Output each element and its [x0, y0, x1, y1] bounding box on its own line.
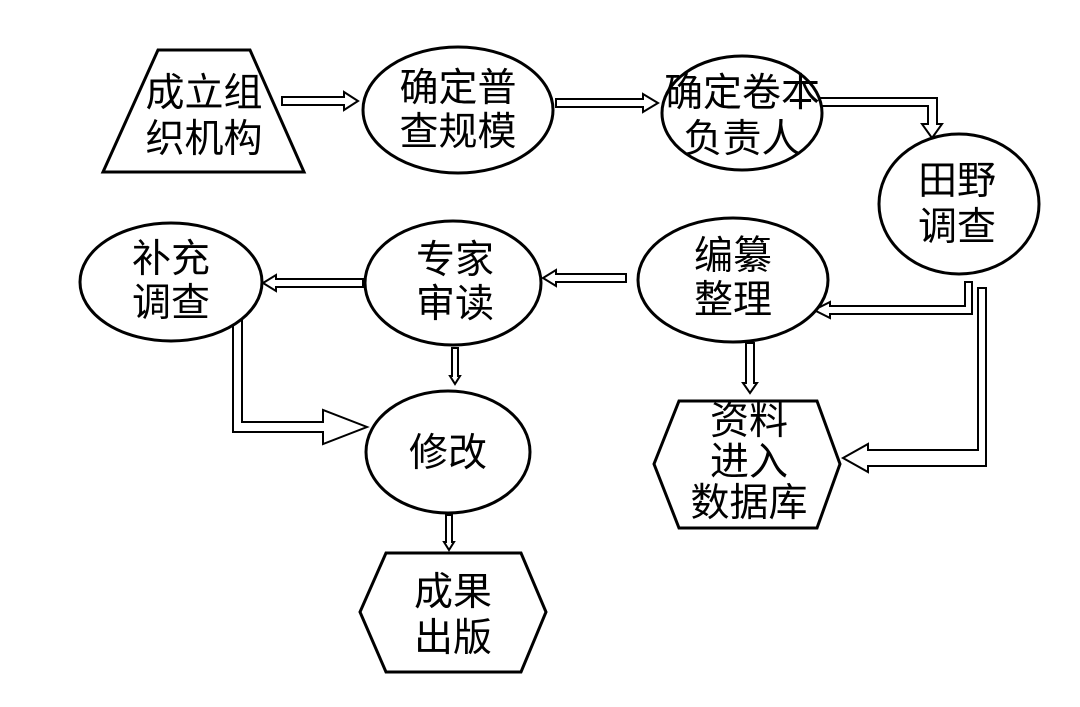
node-define-scope-line-2: 查规模: [399, 110, 516, 155]
arrow-review-to-revise: [448, 347, 462, 386]
arrow-supplement-to-revise: [232, 311, 370, 446]
arrow-compile-to-database: [741, 342, 759, 395]
node-supplement: 补充 调查: [78, 221, 264, 343]
arrow-review-to-supplement: [261, 273, 364, 293]
node-database-line-2: 进入: [710, 440, 788, 485]
node-publish: 成果 出版: [358, 551, 548, 674]
arrows: [232, 90, 987, 552]
node-supplement-line-2: 调查: [132, 281, 210, 326]
node-compile-line-2: 整理: [694, 278, 772, 323]
node-supplement-line-1: 补充: [132, 237, 210, 282]
arrow-compile-to-review: [541, 268, 627, 288]
node-field-survey: 田野 调查: [877, 132, 1041, 276]
node-database: 资料 进入 数据库: [652, 399, 842, 530]
node-field-survey-line-1: 田野: [918, 159, 996, 204]
node-database-shape: [652, 399, 842, 530]
node-revise-shape: [364, 389, 532, 515]
node-define-scope-shape: [361, 45, 555, 175]
node-field-survey-shape: [877, 132, 1041, 276]
node-assign-editor: 确定卷本 负责人: [660, 54, 824, 172]
arrow-survey-to-compile: [811, 281, 973, 320]
node-establish-org-line-1: 成立组: [145, 71, 262, 116]
node-compile: 编纂 整理: [636, 216, 830, 344]
node-publish-line-1: 成果: [414, 570, 492, 615]
node-assign-editor-line-1: 确定卷本: [664, 71, 820, 116]
node-define-scope: 确定普 查规模: [361, 45, 555, 175]
node-expert-review-shape: [363, 219, 543, 347]
node-expert-review: 专家 审读: [363, 219, 543, 347]
arrow-establish-to-scope: [281, 90, 360, 112]
node-establish-org-line-2: 织机构: [145, 117, 262, 162]
node-compile-line-1: 编纂: [694, 234, 772, 279]
node-database-line-3: 数据库: [690, 481, 807, 526]
arrow-survey-to-database: [840, 287, 987, 474]
node-define-scope-line-1: 确定普: [399, 66, 516, 111]
arrow-revise-to-publish: [442, 514, 456, 552]
node-establish-org: 成立组 织机构: [100, 48, 307, 174]
arrow-editor-to-survey: [819, 97, 944, 140]
node-database-line-1: 资料: [710, 399, 788, 444]
node-revise-line-1: 修改: [409, 431, 487, 476]
node-establish-org-shape: [100, 48, 307, 174]
node-expert-review-line-2: 审读: [416, 282, 494, 327]
node-expert-review-line-1: 专家: [416, 238, 494, 283]
node-assign-editor-line-2: 负责人: [683, 117, 800, 162]
node-supplement-shape: [78, 221, 264, 343]
node-publish-line-2: 出版: [414, 616, 492, 661]
node-field-survey-line-2: 调查: [918, 205, 996, 250]
arrow-scope-to-editor: [555, 92, 660, 114]
node-compile-shape: [636, 216, 830, 344]
node-assign-editor-shape: [660, 54, 824, 172]
node-publish-shape: [358, 551, 548, 674]
node-revise: 修改: [364, 389, 532, 515]
